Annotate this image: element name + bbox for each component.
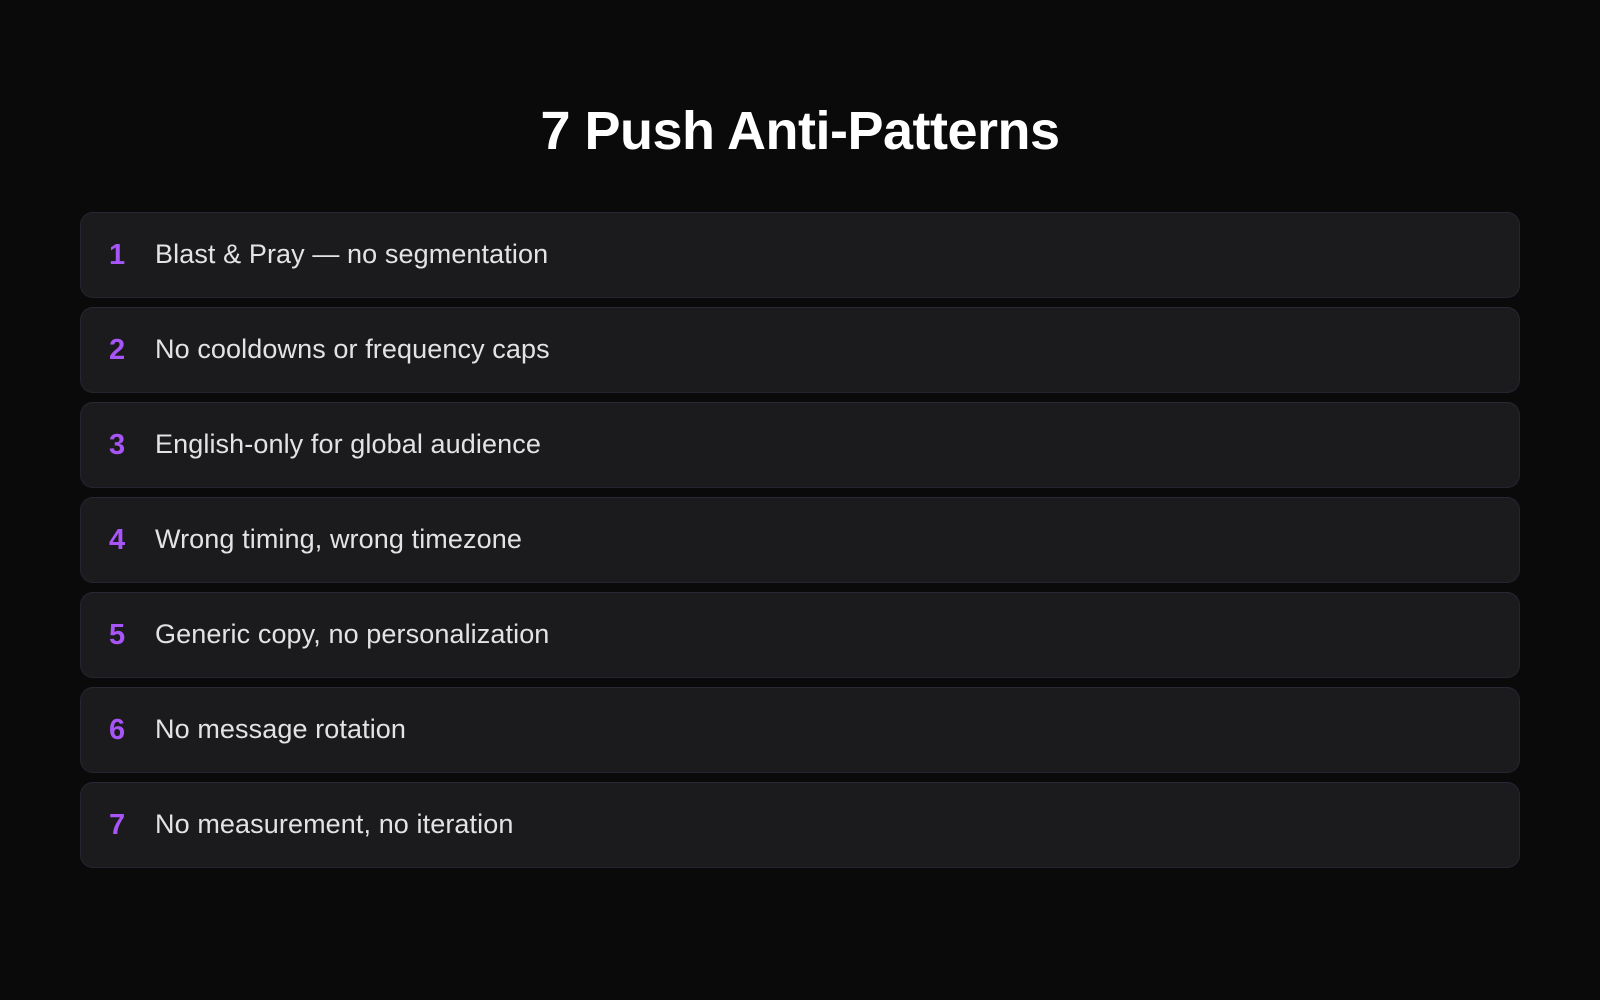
- list-item-label: Wrong timing, wrong timezone: [155, 524, 522, 555]
- list-item[interactable]: 3 English-only for global audience: [80, 402, 1520, 488]
- list-item[interactable]: 2 No cooldowns or frequency caps: [80, 307, 1520, 393]
- list-item-label: No cooldowns or frequency caps: [155, 334, 550, 365]
- list-item-number: 6: [109, 713, 126, 746]
- list-item[interactable]: 4 Wrong timing, wrong timezone: [80, 497, 1520, 583]
- list-item-number: 7: [109, 808, 126, 841]
- list-item[interactable]: 7 No measurement, no iteration: [80, 782, 1520, 868]
- list-item-label: No measurement, no iteration: [155, 809, 514, 840]
- list-item-number: 2: [109, 333, 126, 366]
- list-item-number: 1: [109, 238, 126, 271]
- list-item-label: English-only for global audience: [155, 429, 541, 460]
- list-item-label: No message rotation: [155, 714, 407, 745]
- list-item-label: Blast & Pray — no segmentation: [155, 239, 549, 270]
- list-item-label: Generic copy, no personalization: [155, 619, 550, 650]
- list-item-number: 4: [109, 523, 126, 556]
- list-item-number: 3: [109, 428, 126, 461]
- list-item[interactable]: 1 Blast & Pray — no segmentation: [80, 212, 1520, 298]
- list-item-number: 5: [109, 618, 126, 651]
- page-title: 7 Push Anti-Patterns: [540, 101, 1060, 162]
- list-item[interactable]: 5 Generic copy, no personalization: [80, 592, 1520, 678]
- list-item[interactable]: 6 No message rotation: [80, 687, 1520, 773]
- anti-patterns-list: 1 Blast & Pray — no segmentation 2 No co…: [80, 212, 1520, 868]
